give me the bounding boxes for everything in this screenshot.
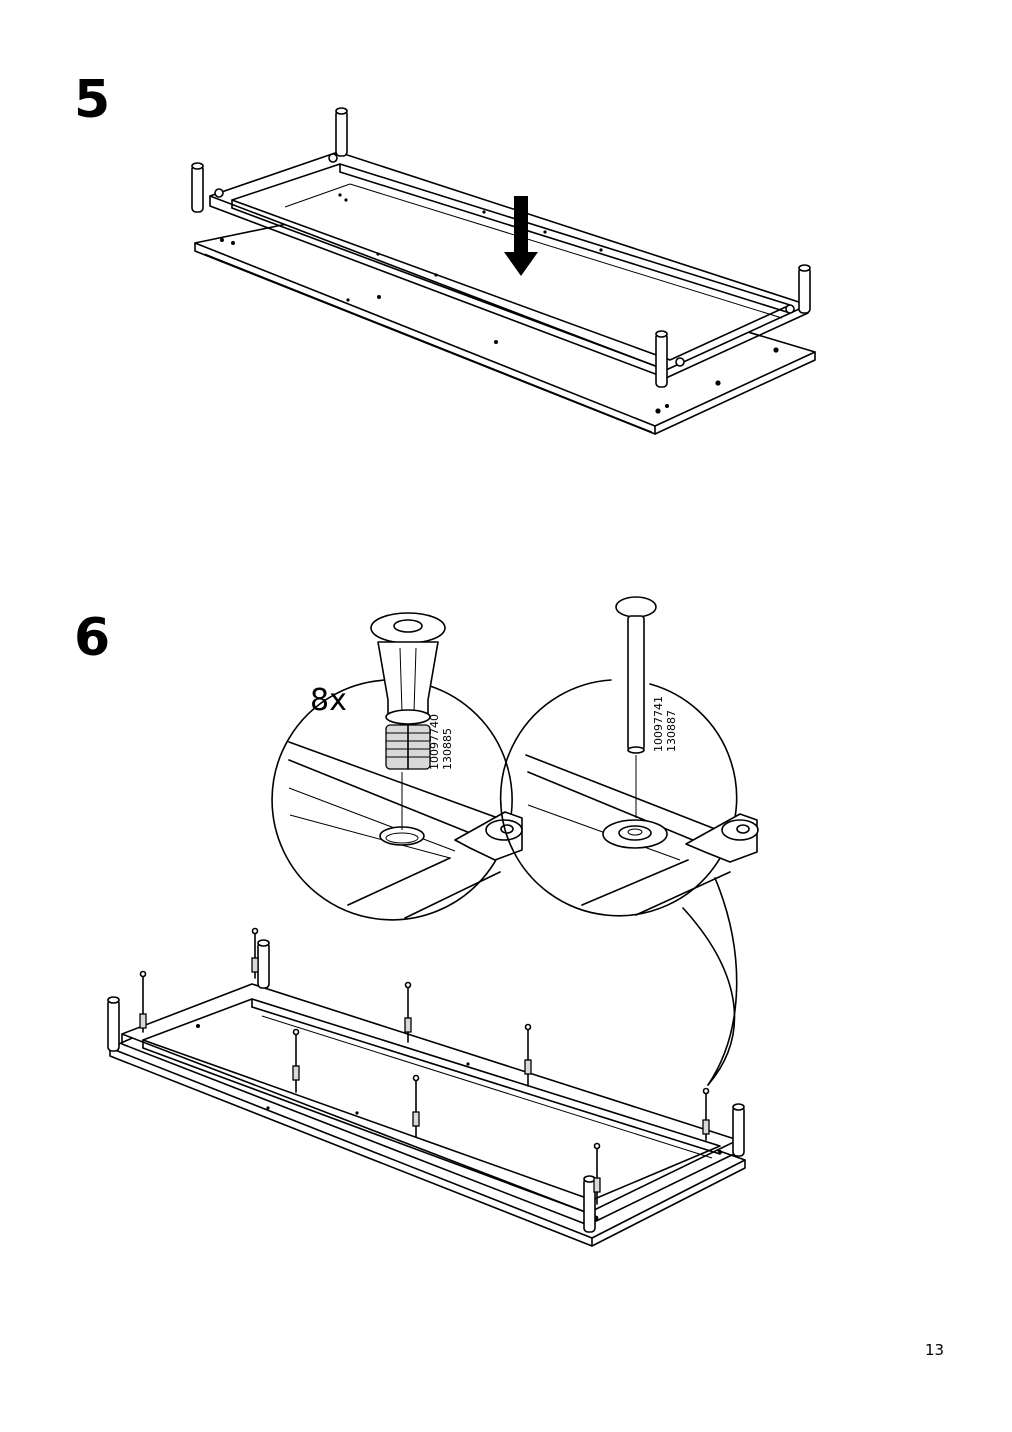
down-arrow-icon (504, 196, 538, 276)
detail-circle-pin (499, 679, 759, 917)
step5-drawing (191, 107, 816, 435)
part-code-pin-secondary: 130887 (665, 710, 678, 752)
part-codes-pin: 10097741 130887 (652, 696, 678, 752)
fastener-5 (524, 1023, 532, 1087)
page-number: 13 (925, 1341, 945, 1359)
leg-front-right (655, 330, 668, 388)
fastener-8 (593, 1142, 601, 1205)
fastener-7 (702, 1087, 710, 1141)
fastener-6 (412, 1074, 420, 1138)
leg-front-left (191, 162, 204, 213)
part-code-dowel-primary: 10097740 (428, 714, 441, 770)
fastener-2 (251, 927, 259, 979)
part-code-pin-primary: 10097741 (652, 696, 665, 752)
fastener-3 (404, 981, 412, 1043)
step6-drawing (107, 596, 759, 1247)
metal-pin-icon (615, 596, 657, 754)
frame (209, 151, 809, 379)
fastener-set (139, 927, 710, 1205)
leg-back-right (798, 264, 811, 314)
plastic-dowel-icon (370, 612, 446, 770)
quantity-label: 8x (310, 683, 347, 718)
step-number-5: 5 (74, 70, 111, 130)
callout-pointer (682, 907, 736, 1086)
fastener-4 (292, 1028, 300, 1093)
leg-back-left (335, 107, 348, 157)
part-codes-dowel: 10097740 130885 (428, 714, 454, 770)
part-code-dowel-secondary: 130885 (441, 728, 454, 770)
fastener-1 (139, 970, 147, 1033)
callout-pointer-2 (707, 877, 738, 1086)
frame-with-panel (107, 939, 746, 1247)
step-number-6: 6 (74, 608, 111, 668)
